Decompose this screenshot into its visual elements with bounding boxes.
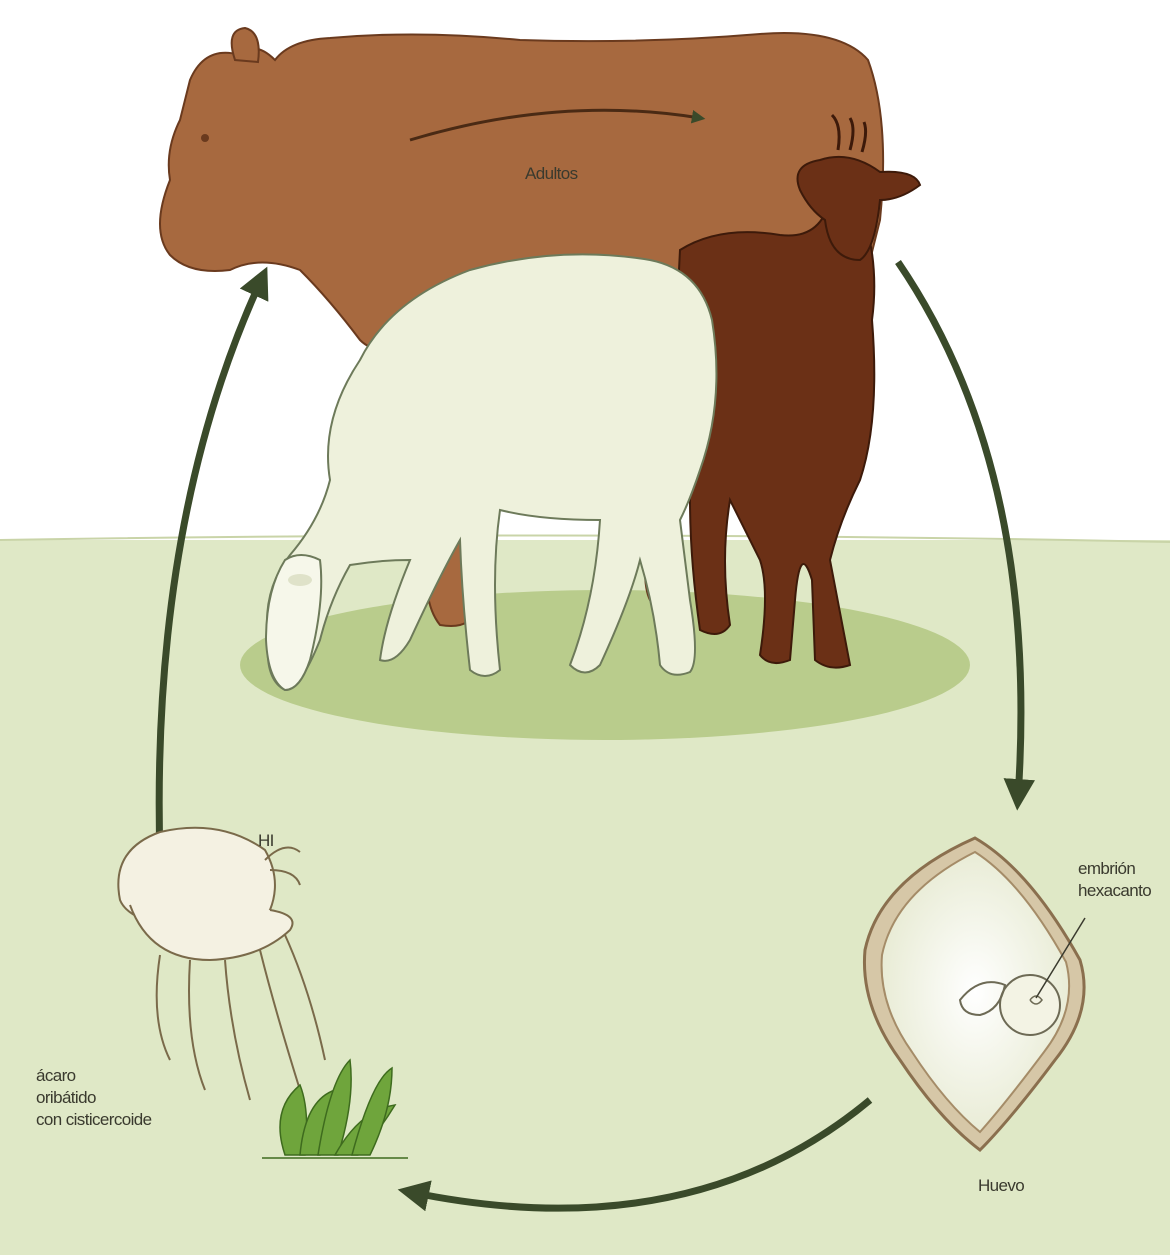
label-mite-line-1: ácaro [36,1065,151,1087]
label-mite: ácaro oribátido con cisticercoide [36,1065,151,1131]
label-embryo-line-1: embrión [1078,858,1151,880]
label-embryo-line-2: hexacanto [1078,880,1151,902]
label-mite-line-2: oribátido [36,1087,151,1109]
label-mite-line-3: con cisticercoide [36,1109,151,1131]
label-adult: Adultos [525,163,578,185]
label-embryo: embrión hexacanto [1078,858,1151,902]
label-host: HI [258,830,274,852]
label-egg: Huevo [978,1175,1024,1197]
